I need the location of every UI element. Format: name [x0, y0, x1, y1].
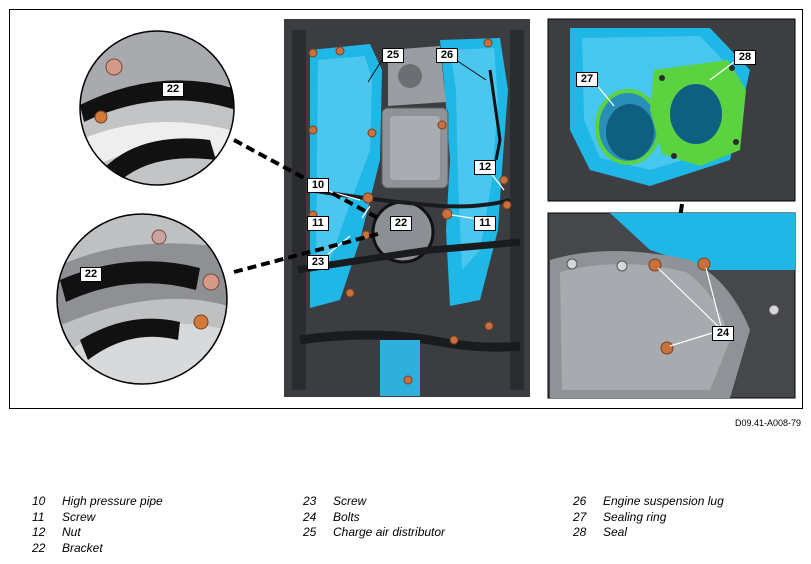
callout-22-bottom: 22: [80, 267, 102, 282]
bolt-top: [94, 110, 108, 124]
callout-28: 28: [734, 50, 756, 65]
screw-head-bottom: [151, 229, 167, 245]
bolts-detail: [648, 257, 711, 355]
callout-26: 26: [436, 48, 458, 63]
detail-bolts-view: [547, 212, 796, 399]
bracket-band-top: [80, 80, 234, 122]
callout-27: 27: [576, 72, 598, 87]
figure-id: D09.41-A008-79: [734, 418, 801, 428]
figure-frame: 22 22 25 26 10 11 22 11 12 23 27 28 24: [9, 9, 803, 409]
detail-circle-top: [79, 30, 235, 186]
engine-illustration: [56, 18, 796, 399]
callout-10: 10: [307, 178, 329, 193]
callout-25: 25: [382, 48, 404, 63]
callout-11-left: 11: [307, 216, 329, 231]
detail-seals-view: [547, 18, 796, 202]
main-engine-view: [284, 19, 530, 397]
callout-22-main: 22: [390, 216, 412, 231]
callout-11-right: 11: [474, 216, 496, 231]
callout-24: 24: [712, 326, 734, 341]
pipe-lower: [297, 238, 521, 274]
callout-22-top: 22: [162, 82, 184, 97]
screw-head-top: [105, 58, 123, 76]
callout-12: 12: [474, 160, 496, 175]
callout-23: 23: [307, 255, 329, 270]
detail-circle-bottom: [56, 213, 228, 385]
